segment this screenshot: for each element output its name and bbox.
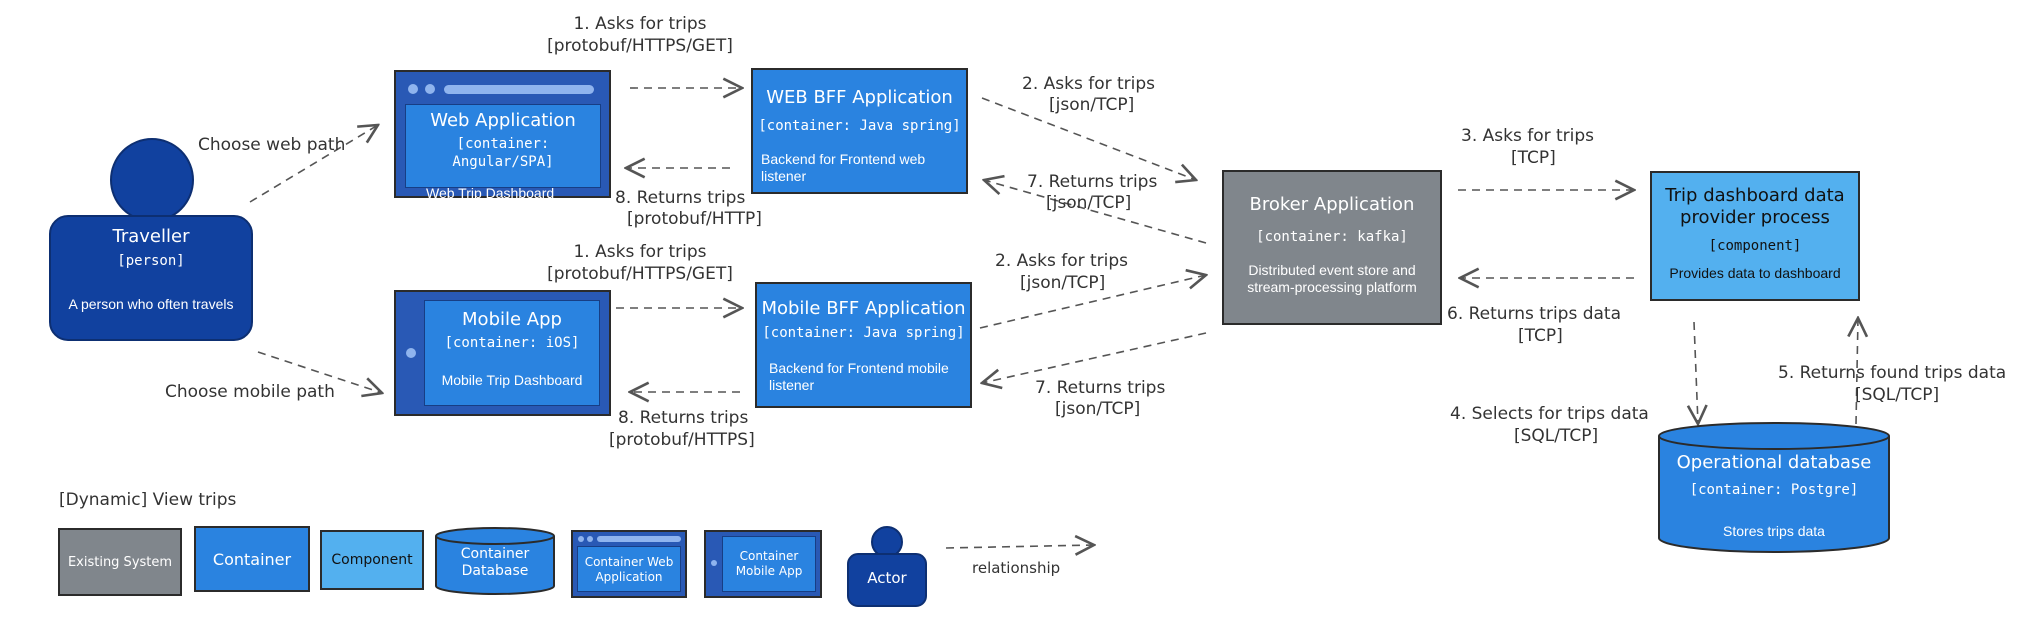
legend-container-web-label: Container Web Application <box>577 546 681 592</box>
window-dot <box>587 536 593 542</box>
label-mob-7-a: 7. Returns trips <box>1035 378 1166 398</box>
trip-data-provider-component[interactable]: Trip dashboard data provider process [co… <box>1650 171 1860 301</box>
legend-container-database: Container Database <box>460 546 530 579</box>
legend-component: Component <box>320 530 424 590</box>
label-4-a: 4. Selects for trips data <box>1450 404 1649 424</box>
provider-desc: Provides data to dashboard <box>1669 265 1841 281</box>
label-mob-2-b: [json/TCP] <box>1020 273 1106 293</box>
label-mob-1-b: [protobuf/HTTPS/GET] <box>547 264 733 284</box>
label-mob-1-a: 1. Asks for trips <box>573 242 707 262</box>
address-bar <box>597 536 681 542</box>
web-bff-application[interactable]: WEB BFF Application [container: Java spr… <box>751 68 968 194</box>
home-button <box>406 348 416 358</box>
label-web-2-b: [json/TCP] <box>1049 95 1135 115</box>
label-mob-7-b: [json/TCP] <box>1055 399 1141 419</box>
label-web-1-b: [protobuf/HTTPS/GET] <box>547 36 733 56</box>
arrow-choose-web <box>249 125 378 203</box>
mobile-app-desc: Mobile Trip Dashboard <box>441 372 583 388</box>
legend-database-cylinder <box>435 527 555 595</box>
legend-container-mobile-app: Container Mobile App <box>704 530 822 598</box>
web-app-type: [container: Angular/SPA] <box>452 136 554 170</box>
arrow-5 <box>1856 318 1858 425</box>
arrow-4 <box>1694 321 1698 424</box>
arrow-web-2 <box>981 97 1196 180</box>
label-6-b: [TCP] <box>1518 326 1563 346</box>
mobile-app-title: Mobile App <box>462 309 562 330</box>
label-mob-8-a: 8. Returns trips <box>618 408 749 428</box>
person-icon <box>49 138 253 341</box>
label-5-a: 5. Returns found trips data <box>1778 363 2007 383</box>
web-application[interactable]: Web Application [container: Angular/SPA]… <box>394 70 611 201</box>
traveller-title: Traveller <box>112 226 190 247</box>
arrow-choose-mobile <box>257 351 382 393</box>
web-bff-desc: Backend for Frontend web listener <box>761 151 926 184</box>
mobile-bff-title: Mobile BFF Application <box>761 298 966 319</box>
label-web-7-a: 7. Returns trips <box>1027 172 1158 192</box>
mobile-bff-desc: Backend for Frontend mobile listener <box>769 360 949 393</box>
label-3-b: [TCP] <box>1511 148 1556 168</box>
label-5-b: [SQL/TCP] <box>1855 385 1940 405</box>
database-type: [container: Postgre] <box>1689 482 1859 498</box>
broker-desc: Distributed event store and stream-proce… <box>1247 262 1417 295</box>
arrow-legend <box>945 545 1094 548</box>
database-title: Operational database <box>1676 452 1872 473</box>
web-bff-type: [container: Java spring] <box>758 118 961 134</box>
mobile-app-type: [container: iOS] <box>444 335 580 351</box>
mobile-bff-type: [container: Java spring] <box>762 325 965 341</box>
legend-actor-label: Actor <box>867 569 907 587</box>
legend-container-mobile-label: Container Mobile App <box>722 536 816 592</box>
broker-application[interactable]: Broker Application [container: kafka] Di… <box>1222 170 1442 325</box>
traveller-desc: A person who often travels <box>68 296 234 312</box>
label-6-a: 6. Returns trips data <box>1447 304 1622 324</box>
home-button <box>711 560 717 566</box>
broker-type: [container: kafka] <box>1256 229 1408 245</box>
web-app-title: Web Application <box>430 110 576 131</box>
mobile-app[interactable]: Mobile App [container: iOS] Mobile Trip … <box>394 290 611 416</box>
database-cylinder[interactable] <box>1656 420 1892 556</box>
label-mob-8-b: [protobuf/HTTPS] <box>609 430 755 450</box>
label-web-1-a: 1. Asks for trips <box>573 14 707 34</box>
provider-type: [component] <box>1708 238 1802 254</box>
mobile-bff-application[interactable]: Mobile BFF Application [container: Java … <box>755 282 972 408</box>
legend-container-web-app: Container Web Application <box>571 530 687 598</box>
web-app-desc: Web Trip Dashboard <box>426 185 555 201</box>
label-web-7-b: [json/TCP] <box>1046 193 1132 213</box>
label-3-a: 3. Asks for trips <box>1461 126 1595 146</box>
broker-title: Broker Application <box>1249 194 1415 215</box>
arrow-mob-2 <box>979 275 1206 329</box>
provider-title: Trip dashboard data provider process <box>1665 185 1845 228</box>
label-choose-mobile: Choose mobile path <box>165 382 335 402</box>
window-dot <box>578 536 584 542</box>
address-bar <box>444 85 594 94</box>
label-choose-web: Choose web path <box>198 135 346 155</box>
legend-actor-icon <box>847 526 927 607</box>
label-web-8-b: [protobuf/HTTP] <box>627 209 762 229</box>
arrow-web-7 <box>984 180 1207 244</box>
label-mob-2-a: 2. Asks for trips <box>995 251 1129 271</box>
arrow-mob-7 <box>982 332 1207 383</box>
label-web-2-a: 2. Asks for trips <box>1022 74 1156 94</box>
legend-relationship-label: relationship <box>972 559 1061 577</box>
legend-container: Container <box>194 526 310 592</box>
legend-existing-system: Existing System <box>58 528 182 596</box>
web-bff-title: WEB BFF Application <box>766 87 953 108</box>
database-desc: Stores trips data <box>1723 523 1825 539</box>
traveller-type: [person] <box>117 253 185 269</box>
window-dot <box>408 84 418 94</box>
label-web-8-a: 8. Returns trips <box>615 188 746 208</box>
window-dot <box>425 84 435 94</box>
label-4-b: [SQL/TCP] <box>1514 426 1599 446</box>
legend-title: [Dynamic] View trips <box>59 490 237 510</box>
